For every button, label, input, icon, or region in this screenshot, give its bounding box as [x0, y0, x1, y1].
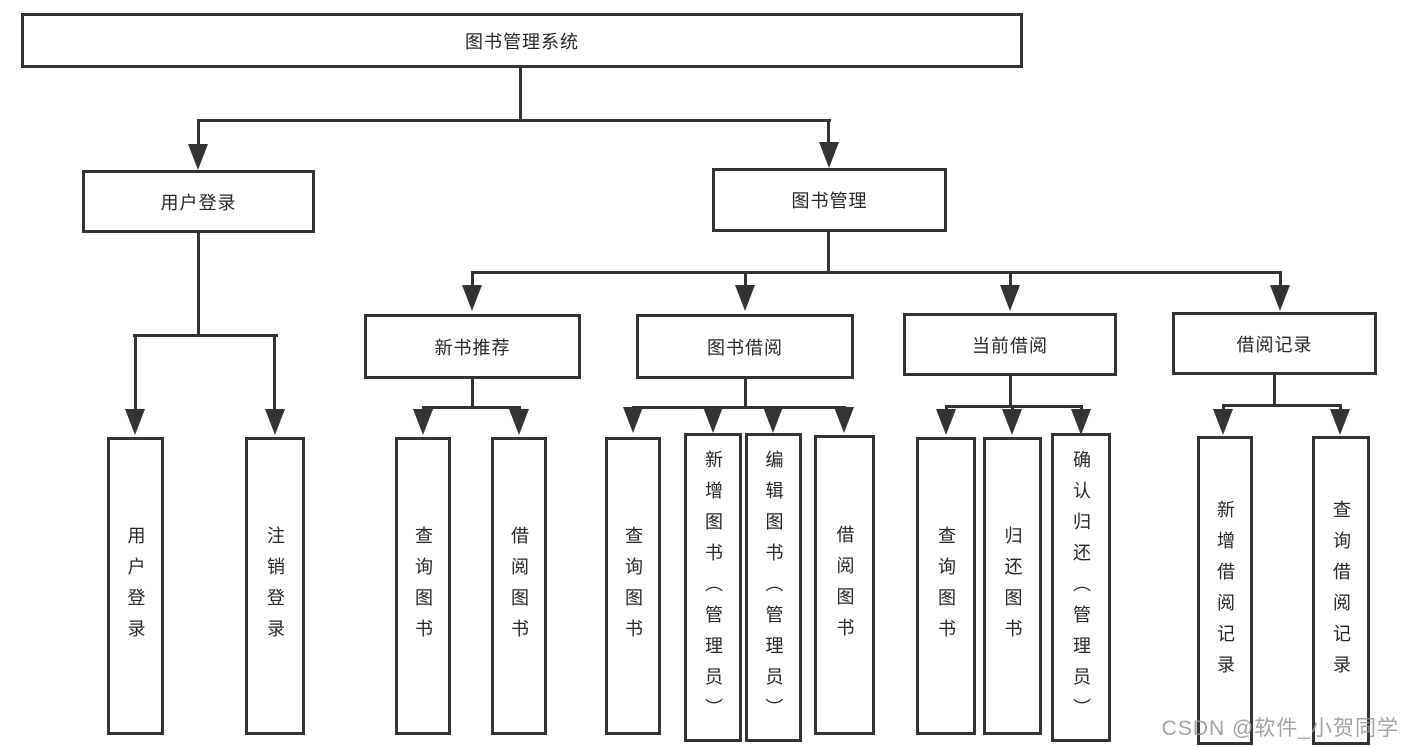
leaf-query-book-borrowing: 查询图书: [605, 437, 661, 735]
connector-line: [827, 232, 830, 274]
arrowhead-down-icon: [1270, 285, 1290, 311]
arrowhead-down-icon: [1213, 409, 1233, 435]
node-current-borrowing: 当前借阅: [903, 313, 1117, 376]
connector-line: [197, 119, 200, 151]
node-library-management-system: 图书管理系统: [21, 13, 1023, 68]
connector-line: [197, 233, 200, 337]
csdn-watermark: CSDN @软件_小贺同学: [1161, 717, 1399, 740]
arrowhead-down-icon: [703, 407, 723, 433]
connector-line: [1273, 375, 1276, 407]
node-user-login: 用户登录: [82, 170, 315, 233]
leaf-confirm-return-admin: 确认归还（管理员）: [1051, 433, 1111, 742]
leaf-borrow-book: 借阅图书: [814, 435, 875, 735]
arrowhead-down-icon: [462, 285, 482, 311]
arrowhead-down-icon: [188, 144, 208, 170]
connector-line: [1222, 404, 1342, 407]
node-borrow-records: 借阅记录: [1172, 312, 1377, 375]
arrowhead-down-icon: [265, 409, 285, 435]
leaf-borrow-book-recommend: 借阅图书: [491, 437, 547, 735]
arrowhead-down-icon: [834, 407, 854, 433]
connector-line: [133, 334, 278, 337]
arrowhead-down-icon: [623, 407, 643, 433]
connector-line: [471, 379, 474, 409]
node-new-book-recommend: 新书推荐: [364, 314, 581, 379]
connector-line: [1009, 376, 1012, 408]
connector-line: [827, 119, 830, 149]
leaf-return-book: 归还图书: [983, 437, 1042, 735]
connector-line: [471, 271, 1282, 274]
connector-line: [744, 379, 747, 408]
connector-line: [744, 271, 747, 291]
leaf-edit-book-admin: 编辑图书（管理员）: [745, 433, 802, 742]
arrowhead-down-icon: [1002, 409, 1022, 435]
connector-line: [197, 119, 831, 122]
connector-line: [134, 334, 137, 414]
node-book-borrowing: 图书借阅: [636, 314, 854, 379]
leaf-logout: 注销登录: [245, 437, 305, 735]
arrowhead-down-icon: [1000, 285, 1020, 311]
arrowhead-down-icon: [413, 409, 433, 435]
connector-line: [273, 334, 276, 414]
arrowhead-down-icon: [936, 409, 956, 435]
connector-line: [632, 406, 846, 409]
leaf-user-login: 用户登录: [107, 437, 164, 735]
node-book-management: 图书管理: [712, 168, 947, 232]
arrowhead-down-icon: [509, 409, 529, 435]
connector-line: [519, 68, 522, 121]
arrowhead-down-icon: [125, 409, 145, 435]
arrowhead-down-icon: [1330, 409, 1350, 435]
arrowhead-down-icon: [735, 285, 755, 311]
connector-line: [1279, 271, 1282, 291]
leaf-query-borrow-record: 查询借阅记录: [1312, 436, 1370, 745]
leaf-query-book-recommend: 查询图书: [395, 437, 451, 735]
arrowhead-down-icon: [1071, 409, 1091, 435]
leaf-add-borrow-record: 新增借阅记录: [1197, 436, 1253, 745]
connector-line: [1009, 271, 1012, 291]
arrowhead-down-icon: [763, 407, 783, 433]
leaf-add-book-admin: 新增图书（管理员）: [684, 433, 742, 742]
connector-line: [422, 406, 521, 409]
arrowhead-down-icon: [819, 142, 839, 168]
connector-line: [471, 271, 474, 291]
leaf-query-book-current: 查询图书: [916, 437, 976, 735]
